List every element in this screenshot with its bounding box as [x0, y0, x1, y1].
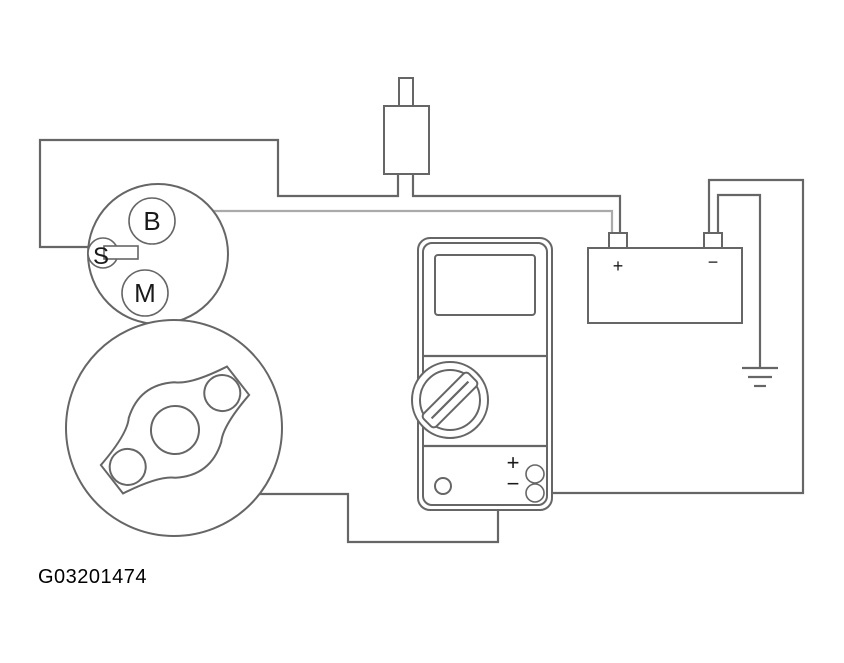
wire-switch-to-battery-positive [411, 174, 622, 235]
battery-body [587, 247, 743, 324]
wire-battery-negative-to-meter-negative [545, 178, 805, 495]
selector-knob [421, 371, 479, 429]
battery: + − [587, 232, 743, 324]
ground-symbol [742, 366, 778, 388]
ignition-switch [383, 77, 430, 175]
battery-negative-post [703, 232, 723, 249]
multimeter-display [434, 254, 536, 316]
figure-code: G03201474 [38, 566, 148, 588]
wire-s-terminal-to-switch [38, 138, 400, 249]
multimeter: + − [411, 237, 553, 511]
flange-center-hole [150, 405, 200, 455]
ignition-switch-stem [398, 77, 414, 107]
wire-b-terminal-to-battery-positive [177, 209, 614, 235]
flange-bolt-hole-bottom [108, 447, 147, 486]
wire-battery-negative-to-ground [716, 193, 762, 368]
meter-positive-label: + [507, 450, 520, 475]
terminal-m-label: M [134, 278, 156, 308]
battery-negative-label: − [708, 252, 719, 272]
terminal-b-label: B [143, 206, 160, 236]
solenoid: B M S [87, 183, 229, 325]
meter-negative-jack [525, 483, 545, 503]
battery-positive-label: + [613, 256, 624, 276]
meter-positive-jack [525, 464, 545, 484]
ignition-switch-body [383, 105, 430, 175]
mounting-flange [99, 365, 251, 495]
terminal-m [121, 269, 169, 317]
terminal-s-spade [103, 245, 139, 260]
wiring [38, 138, 805, 544]
meter-common-jack [434, 477, 452, 495]
meter-negative-label: − [507, 471, 520, 496]
terminal-b [128, 197, 176, 245]
starter-motor [65, 319, 283, 537]
battery-positive-post [608, 232, 628, 249]
terminal-s-label: S [93, 243, 109, 270]
flange-bolt-hole-top [203, 374, 242, 413]
